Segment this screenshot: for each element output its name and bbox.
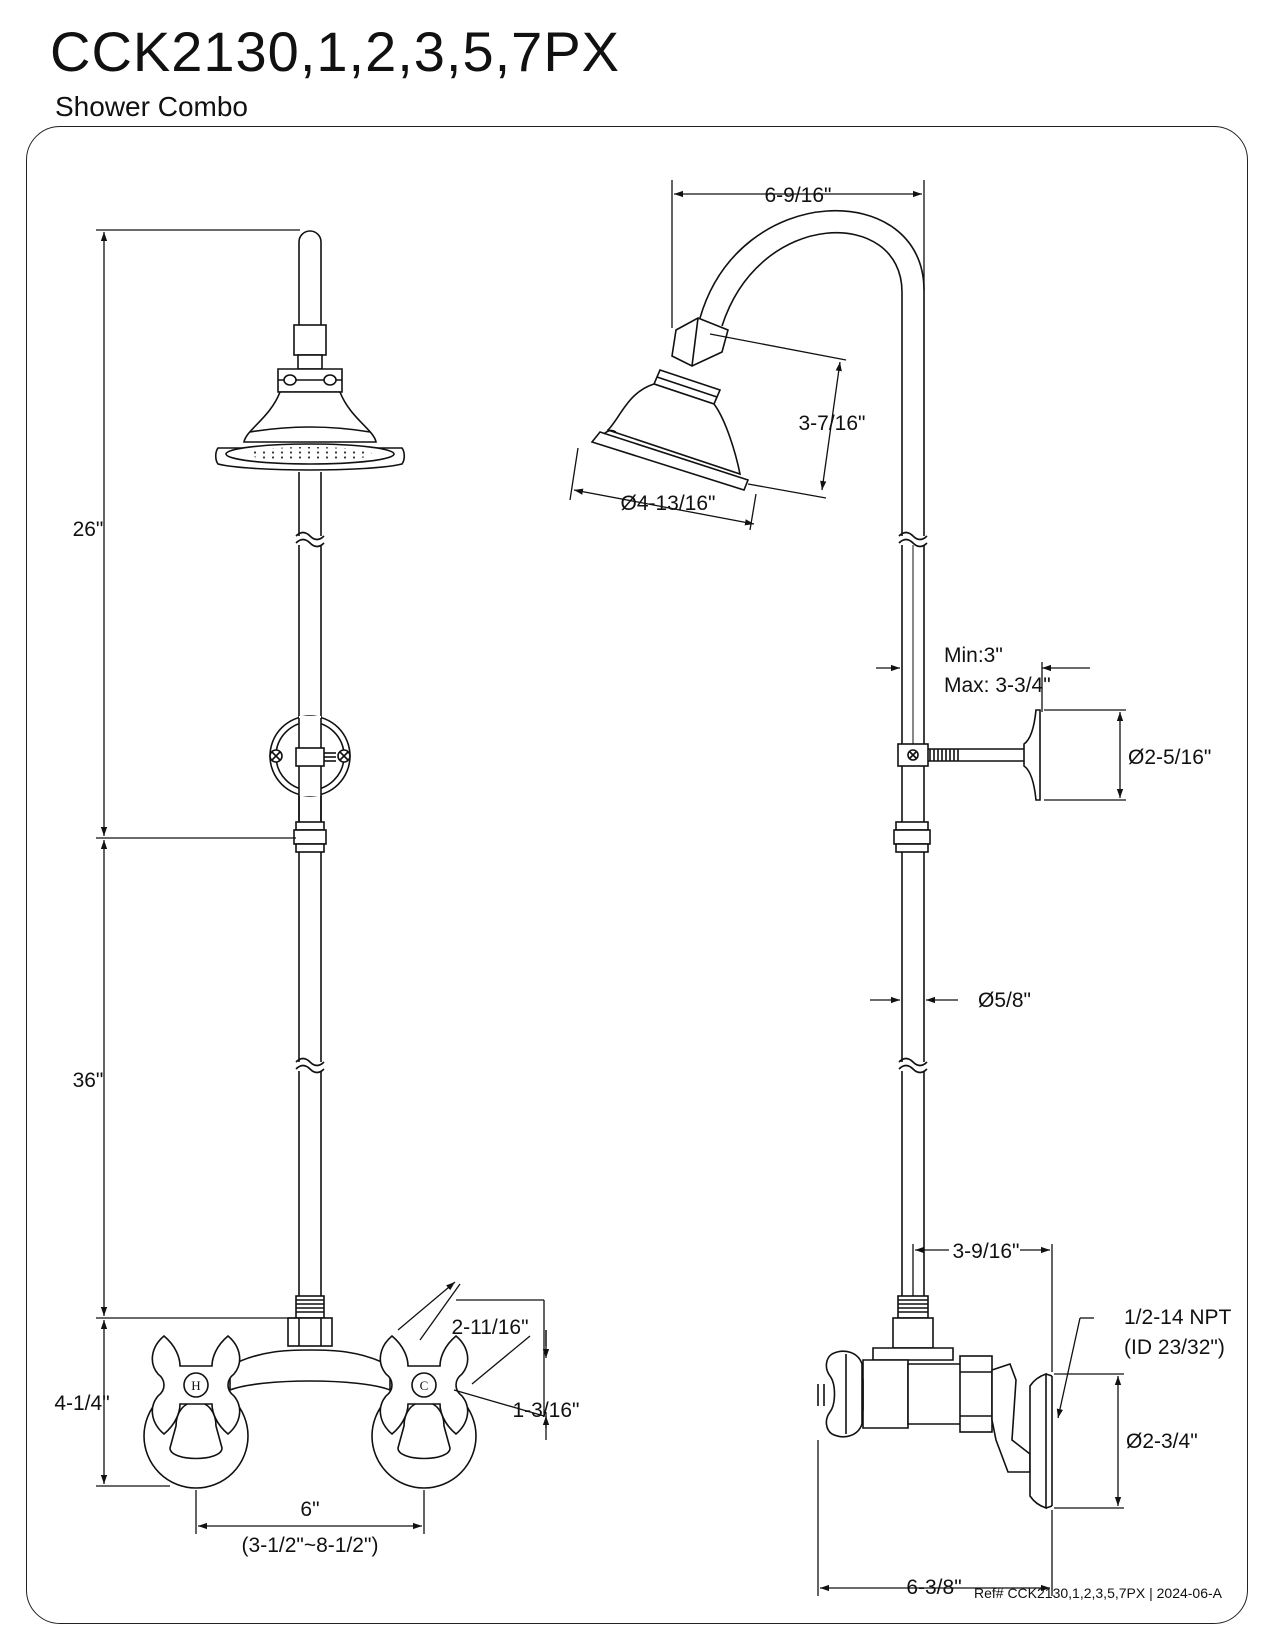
dim-pipe-diameter: Ø5/8" bbox=[978, 989, 1031, 1012]
dim-flange-diameter: Ø2-5/16" bbox=[1128, 746, 1211, 769]
dim-inlet-flange-diameter: Ø2-3/4" bbox=[1126, 1430, 1198, 1453]
dim-riser-height: 36" bbox=[73, 1069, 104, 1092]
front-shower-head bbox=[214, 391, 406, 471]
dim-support-min: Min:3" bbox=[944, 644, 1003, 667]
side-view bbox=[590, 209, 1053, 1510]
dim-overall-depth: 6-3/8" bbox=[906, 1576, 961, 1599]
front-cold-handle bbox=[371, 1334, 477, 1489]
dim-handle-depth: 1-3/16" bbox=[513, 1399, 580, 1422]
dim-center-spacing: 6" bbox=[300, 1498, 319, 1521]
dim-arm-height: 26" bbox=[73, 518, 104, 541]
dim-npt-line2: (ID 23/32") bbox=[1124, 1336, 1225, 1359]
footer-ref: Ref# CCK2130,1,2,3,5,7PX | 2024-06-A bbox=[974, 1585, 1223, 1601]
dim-valve-height: 4-1/4" bbox=[54, 1392, 109, 1415]
dim-gooseneck-reach: 6-9/16" bbox=[765, 184, 832, 207]
side-handle bbox=[817, 1350, 863, 1438]
cold-handle-label: C bbox=[420, 1378, 429, 1393]
drawing-frame bbox=[26, 126, 1248, 1624]
front-hot-handle bbox=[143, 1334, 249, 1489]
front-dimension-lines bbox=[96, 229, 550, 1534]
dim-handle-width: 2-11/16" bbox=[451, 1316, 528, 1339]
front-shower-arm bbox=[277, 230, 343, 393]
side-valve-body bbox=[851, 1317, 1053, 1510]
page-subtitle: Shower Combo bbox=[55, 91, 248, 122]
page-title: CCK2130,1,2,3,5,7PX bbox=[50, 20, 621, 83]
side-gooseneck-arm bbox=[652, 209, 925, 536]
side-dimension-lines bbox=[569, 180, 1126, 1596]
dim-npt-line1: 1/2-14 NPT bbox=[1124, 1306, 1232, 1329]
dim-center-range: (3-1/2"~8-1/2") bbox=[242, 1534, 379, 1557]
side-riser-pipe bbox=[893, 531, 1041, 1319]
front-riser-pipe bbox=[269, 472, 351, 1319]
dim-head-height: 3-7/16" bbox=[799, 412, 866, 435]
front-view bbox=[143, 230, 477, 1489]
side-shower-head bbox=[590, 383, 750, 491]
dim-riser-offset: 3-9/16" bbox=[953, 1240, 1020, 1263]
dim-head-diameter: Ø4-13/16" bbox=[620, 492, 715, 515]
dim-support-max: Max: 3-3/4" bbox=[944, 674, 1051, 697]
hot-handle-label: H bbox=[191, 1378, 200, 1393]
front-valve-body bbox=[229, 1317, 391, 1392]
